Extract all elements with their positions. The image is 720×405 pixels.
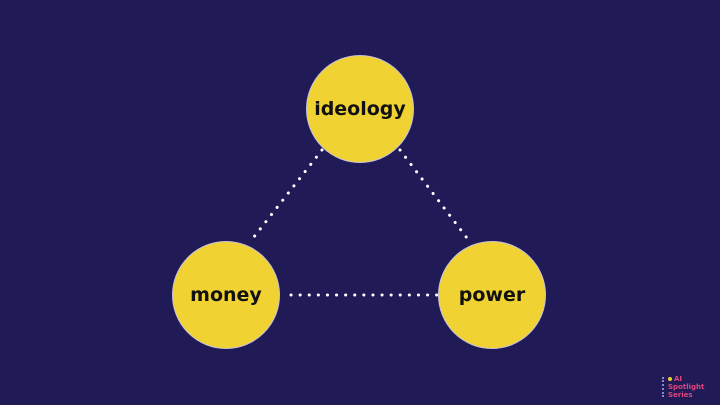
logo-dot-icon: [668, 377, 672, 381]
node-label: ideology: [314, 98, 406, 120]
node-label: power: [458, 284, 526, 306]
node-ideology: ideology: [306, 55, 414, 163]
logo-dotted-bar: [662, 377, 666, 397]
ai-spotlight-series-logo: AI Spotlight Series: [662, 375, 704, 399]
logo-line: AI: [674, 375, 683, 383]
node-money: money: [172, 241, 280, 349]
edge-ideology-money: [248, 148, 324, 244]
node-label: money: [190, 284, 262, 306]
logo-line: Series: [668, 391, 693, 399]
edge-ideology-power: [398, 148, 472, 244]
logo-line: Spotlight: [668, 383, 705, 391]
node-power: power: [438, 241, 546, 349]
